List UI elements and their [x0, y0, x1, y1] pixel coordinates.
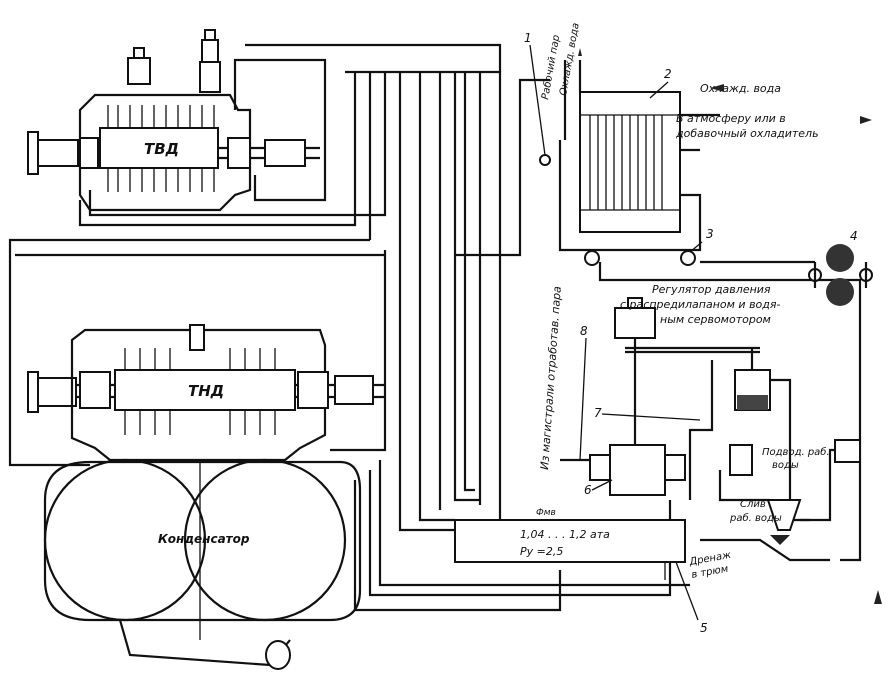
regulator-label-1: Регулятор давления: [652, 283, 771, 296]
callout-3: 3: [706, 227, 714, 241]
py-label: Ру =2,5: [520, 545, 563, 558]
gauge-label: Фмв: [536, 508, 556, 518]
callout-2: 2: [664, 67, 672, 81]
from-mains-label: Из магистрали отработав. пара: [538, 285, 564, 470]
supply-water-label-1: Подвод. раб.: [762, 446, 830, 458]
callout-4: 4: [850, 229, 858, 243]
arrow-icon: [874, 590, 882, 604]
cooler-2: [539, 48, 720, 252]
callout-1: 1: [524, 31, 532, 45]
condenser-label: Конденсатор: [158, 532, 250, 546]
arrow-icon: [860, 116, 872, 124]
regulator-label-2: с распредилапаном и водя-: [620, 298, 781, 311]
pressure-regulator: [560, 297, 861, 562]
regulator-label-3: ным сервомотором: [660, 313, 771, 326]
drain-water-label-2: раб. воды: [729, 512, 782, 524]
pumps-4: [808, 244, 873, 306]
condenser: Конденсатор: [43, 458, 362, 670]
piping: [8, 43, 690, 612]
lp-turbine: ТНД: [27, 324, 385, 462]
callout-6: 6: [584, 483, 592, 497]
to-atmosphere-label-1: В атмосферу или в: [676, 112, 786, 125]
to-atmosphere-label-2: добавочный охладитель: [675, 127, 819, 140]
drain-water-label-1: Слив: [740, 499, 766, 510]
cooling-water-up-label: Охлажд. вода: [558, 22, 582, 96]
pressure-range-label: 1,04 . . . 1,2 ата: [520, 528, 610, 541]
loop-valves: [584, 250, 862, 562]
callout-8: 8: [580, 324, 588, 338]
callouts: 1 2 3 4 5 6 7 8: [524, 31, 858, 635]
arrow-icon: [710, 84, 724, 92]
callout-7: 7: [594, 406, 602, 420]
hp-turbine: ТВД: [27, 29, 320, 212]
supply-water-label-2: воды: [772, 460, 799, 471]
hp-turbine-label: ТВД: [144, 140, 179, 158]
callout-5: 5: [700, 621, 708, 635]
collector-5: 1,04 . . . 1,2 ата Ру =2,5 Фмв: [454, 508, 686, 580]
lp-turbine-label: ТНД: [188, 382, 224, 400]
